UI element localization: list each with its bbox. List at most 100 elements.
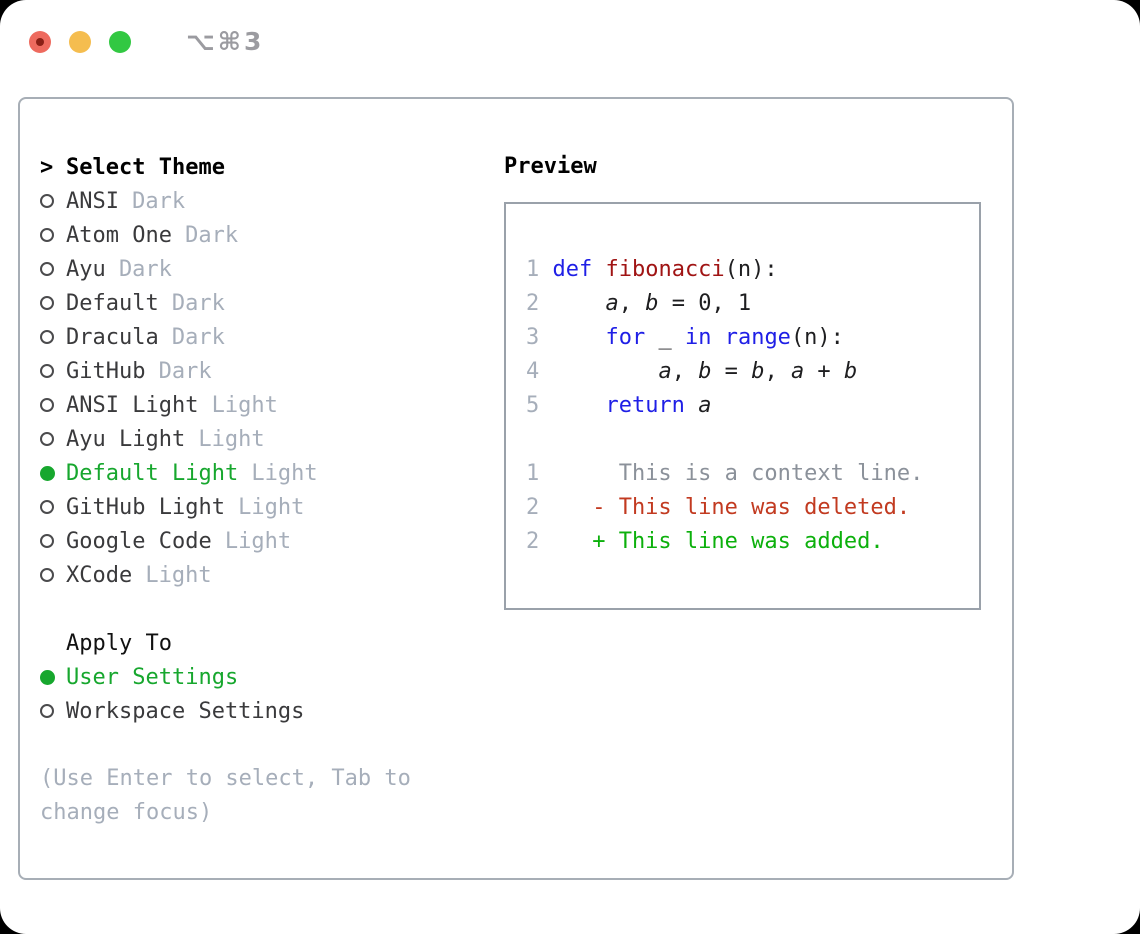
line-number — [526, 423, 539, 457]
code-token: a — [790, 359, 805, 384]
code-token: (n): — [790, 325, 844, 350]
preview-header: Preview — [504, 154, 597, 179]
radio-icon — [40, 534, 54, 548]
code-token — [552, 287, 605, 321]
code-token: , — [764, 359, 791, 384]
code-line: 2 - This line was deleted. — [526, 491, 979, 525]
code-token: = — [711, 359, 752, 384]
theme-variant-label: Dark — [158, 358, 212, 384]
radio-selected-icon — [40, 465, 55, 481]
minimize-button[interactable] — [69, 30, 91, 53]
radio-selected-icon — [40, 669, 55, 685]
theme-variant-label: Dark — [185, 222, 239, 248]
code-token: b — [645, 291, 659, 316]
radio-icon — [40, 228, 54, 242]
theme-variant-label: Light — [145, 562, 212, 588]
code-token: b — [751, 359, 765, 384]
code-line: 4 a, b = b, a + b — [526, 355, 979, 389]
hint-text: (Use Enter to select, Tab to change focu… — [40, 766, 411, 825]
line-number: 2 — [526, 529, 540, 554]
option-label: ANSI Light — [66, 392, 199, 418]
theme-option-github-dark[interactable]: GitHub Dark — [40, 354, 480, 388]
code-token: + — [804, 359, 844, 384]
theme-option-dracula-dark[interactable]: Dracula Dark — [40, 320, 480, 354]
option-label: ANSI — [66, 188, 119, 214]
radio-icon — [40, 364, 54, 378]
theme-option-atom-one-dark[interactable]: Atom One Dark — [40, 218, 480, 252]
cursor-indicator: > — [40, 154, 54, 180]
theme-variant-label: Light — [224, 528, 292, 554]
line-number: 4 — [526, 359, 540, 384]
code-token: (n): — [724, 257, 778, 282]
code-token: range — [724, 325, 791, 350]
radio-icon — [40, 568, 54, 582]
option-label: GitHub — [66, 358, 146, 384]
code-token: + This line was added. — [552, 529, 884, 554]
code-token: return — [605, 393, 685, 418]
theme-variant-label: Dark — [118, 256, 172, 282]
line-number: 2 — [526, 291, 540, 316]
code-token: , — [671, 359, 699, 384]
code-token: a — [605, 291, 619, 316]
code-token: def — [552, 257, 593, 282]
theme-option-xcode-light[interactable]: XCode Light — [40, 558, 480, 592]
option-label: User Settings — [66, 664, 239, 690]
apply-to-header: Apply To — [40, 626, 480, 660]
code-token — [552, 321, 605, 355]
code-token — [552, 355, 658, 389]
line-number: 3 — [526, 325, 540, 350]
close-button[interactable] — [29, 30, 51, 53]
radio-icon — [40, 330, 54, 344]
code-token: a — [658, 359, 672, 384]
code-line: 3 for _ in range(n): — [526, 321, 979, 355]
theme-option-ansi-light-light[interactable]: ANSI Light Light — [40, 388, 480, 422]
radio-icon — [40, 432, 54, 446]
radio-icon — [40, 296, 54, 310]
select-theme-label: Select Theme — [66, 154, 225, 180]
spacer — [40, 592, 480, 626]
code-token: in — [684, 325, 712, 350]
theme-variant-label: Dark — [171, 324, 225, 350]
zoom-button[interactable] — [109, 30, 131, 53]
line-number: 5 — [526, 393, 540, 418]
code-token: b — [843, 359, 858, 384]
spacer — [40, 728, 480, 762]
line-number: 1 — [526, 461, 540, 486]
code-token — [552, 389, 605, 423]
apply-option-workspace-settings[interactable]: Workspace Settings — [40, 694, 480, 728]
window-titlebar: ⌥⌘3 — [29, 27, 264, 56]
radio-icon — [40, 398, 54, 412]
code-token: = 0, 1 — [658, 291, 752, 316]
option-label: XCode — [66, 562, 133, 588]
option-label: Dracula — [66, 324, 159, 350]
code-token: _ — [645, 325, 685, 350]
option-label: Atom One — [66, 222, 172, 248]
code-token: - This line was deleted. — [552, 495, 911, 520]
code-token: for — [605, 325, 646, 350]
option-label: Ayu — [66, 256, 106, 282]
theme-variant-label: Light — [211, 392, 278, 418]
radio-icon — [40, 194, 54, 208]
code-token: b — [698, 359, 712, 384]
option-label: Default — [66, 290, 159, 316]
code-line-blank — [526, 423, 979, 457]
apply-option-user-settings[interactable]: User Settings — [40, 660, 480, 694]
theme-option-ayu-dark[interactable]: Ayu Dark — [40, 252, 480, 286]
radio-icon — [40, 262, 54, 276]
window-title: ⌥⌘3 — [186, 27, 265, 56]
